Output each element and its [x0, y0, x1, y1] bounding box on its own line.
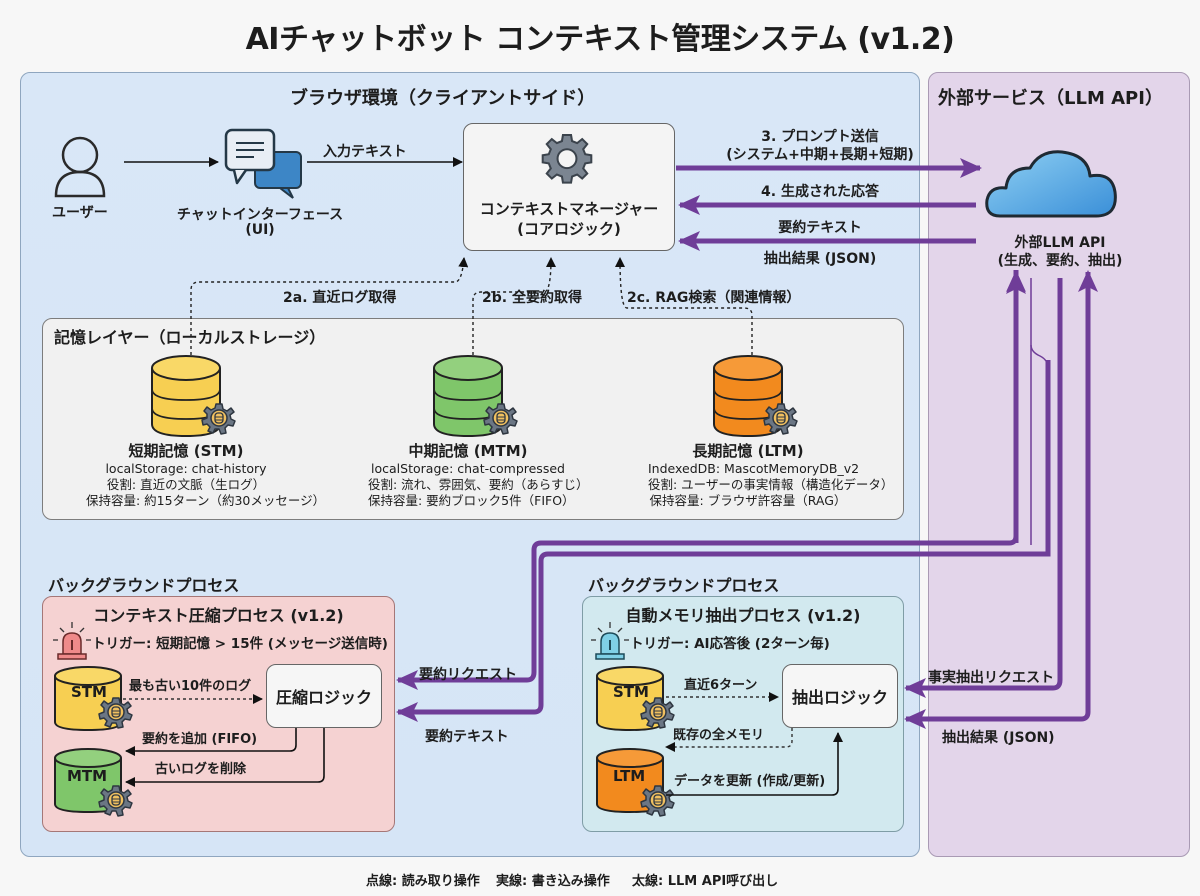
- chat-ui-label: チャットインターフェース: [176, 207, 344, 223]
- prompt-send-detail-label: (システム+中期+長期+短期): [726, 147, 914, 163]
- memory-layer-title: 記憶レイヤー（ローカルストレージ）: [54, 328, 326, 347]
- mtm-capacity: 保持容量: 要約ブロック5件（FIFO）: [368, 493, 575, 508]
- mtm-store: 中期記憶 (MTM) localStorage: chat-compressed…: [368, 440, 589, 509]
- ltm-name: 長期記憶 (LTM): [692, 442, 804, 460]
- legend-dotted: 点線: 読み取り操作: [366, 874, 480, 889]
- update-data-label: データを更新 (作成/更新): [674, 774, 826, 789]
- user-label: ユーザー: [52, 205, 108, 221]
- legend-solid: 実線: 書き込み操作: [496, 874, 610, 889]
- compression-title: コンテキスト圧縮プロセス (v1.2): [93, 606, 344, 625]
- stm-name: 短期記憶 (STM): [128, 442, 244, 460]
- compression-section-label: バックグラウンドプロセス: [48, 576, 240, 595]
- mtm-name: 中期記憶 (MTM): [408, 442, 528, 460]
- extraction-logic-box: 抽出ロジック: [782, 664, 898, 728]
- compression-stm-label: STM: [71, 683, 107, 701]
- input-text-label: 入力テキスト: [323, 144, 407, 160]
- recent-turns-label: 直近6ターン: [684, 678, 758, 693]
- ltm-capacity: 保持容量: ブラウザ許容量（RAG）: [649, 493, 847, 508]
- extraction-ltm-label: LTM: [613, 767, 646, 785]
- rag-search-read-label: 2c. RAG検索（関連情報）: [627, 290, 801, 306]
- extraction-title: 自動メモリ抽出プロセス (v1.2): [625, 606, 861, 625]
- stm-capacity: 保持容量: 約15ターン（約30メッセージ）: [86, 493, 326, 508]
- extraction-stm-label: STM: [613, 683, 649, 701]
- external-zone-title: 外部サービス（LLM API）: [938, 88, 1163, 109]
- stm-store: 短期記憶 (STM) localStorage: chat-history 役割…: [86, 440, 326, 509]
- browser-zone-title: ブラウザ環境（クライアントサイド）: [290, 88, 596, 109]
- extract-result-label-top: 抽出結果 (JSON): [763, 251, 877, 267]
- summary-request-label: 要約リクエスト: [419, 667, 517, 683]
- stm-role: 役割: 直近の文脈（生ログ）: [106, 477, 266, 492]
- compression-trigger: トリガー: 短期記憶 > 15件 (メッセージ送信時): [92, 636, 388, 652]
- prompt-send-label: 3. プロンプト送信: [761, 129, 879, 145]
- summary-text-label-bottom: 要約テキスト: [425, 729, 509, 745]
- extraction-trigger: トリガー: AI応答後 (2ターン毎): [630, 636, 830, 652]
- ltm-store: 長期記憶 (LTM) IndexedDB: MascotMemoryDB_v2 …: [648, 440, 894, 509]
- chat-ui-sublabel: (UI): [245, 222, 275, 238]
- mtm-role: 役割: 流れ、雰囲気、要約（あらすじ）: [368, 477, 589, 492]
- ltm-storage: IndexedDB: MascotMemoryDB_v2: [648, 461, 860, 476]
- compression-logic-box: 圧縮ロジック: [266, 664, 382, 728]
- extract-result-label-bottom: 抽出結果 (JSON): [942, 730, 1055, 746]
- fact-extract-request-label: 事実抽出リクエスト: [928, 670, 1054, 686]
- mtm-storage: localStorage: chat-compressed: [371, 461, 565, 476]
- legend-thick: 太線: LLM API呼び出し: [632, 874, 779, 889]
- diagram-title: AIチャットボット コンテキスト管理システム (v1.2): [245, 22, 955, 57]
- stm-storage: localStorage: chat-history: [105, 461, 267, 476]
- ltm-role: 役割: ユーザーの事実情報（構造化データ）: [648, 477, 894, 492]
- add-summary-label: 要約を追加 (FIFO): [142, 732, 258, 747]
- compression-mtm-label: MTM: [67, 767, 108, 785]
- oldest-logs-label: 最も古い10件のログ: [129, 679, 252, 694]
- context-manager-label: コンテキストマネージャー: [479, 200, 659, 218]
- llm-sublabel: (生成、要約、抽出): [997, 253, 1123, 269]
- extraction-section-label: バックグラウンドプロセス: [588, 576, 780, 595]
- delete-old-logs-label: 古いログを削除: [155, 762, 247, 777]
- existing-memory-label: 既存の全メモリ: [673, 728, 765, 743]
- generated-response-label: 4. 生成された応答: [761, 184, 879, 200]
- all-summaries-read-label: 2b. 全要約取得: [482, 290, 582, 306]
- context-manager-sublabel: (コアロジック): [517, 220, 621, 238]
- llm-label: 外部LLM API: [1014, 235, 1106, 251]
- recent-log-read-label: 2a. 直近ログ取得: [283, 290, 397, 306]
- summary-text-label-top: 要約テキスト: [778, 220, 862, 236]
